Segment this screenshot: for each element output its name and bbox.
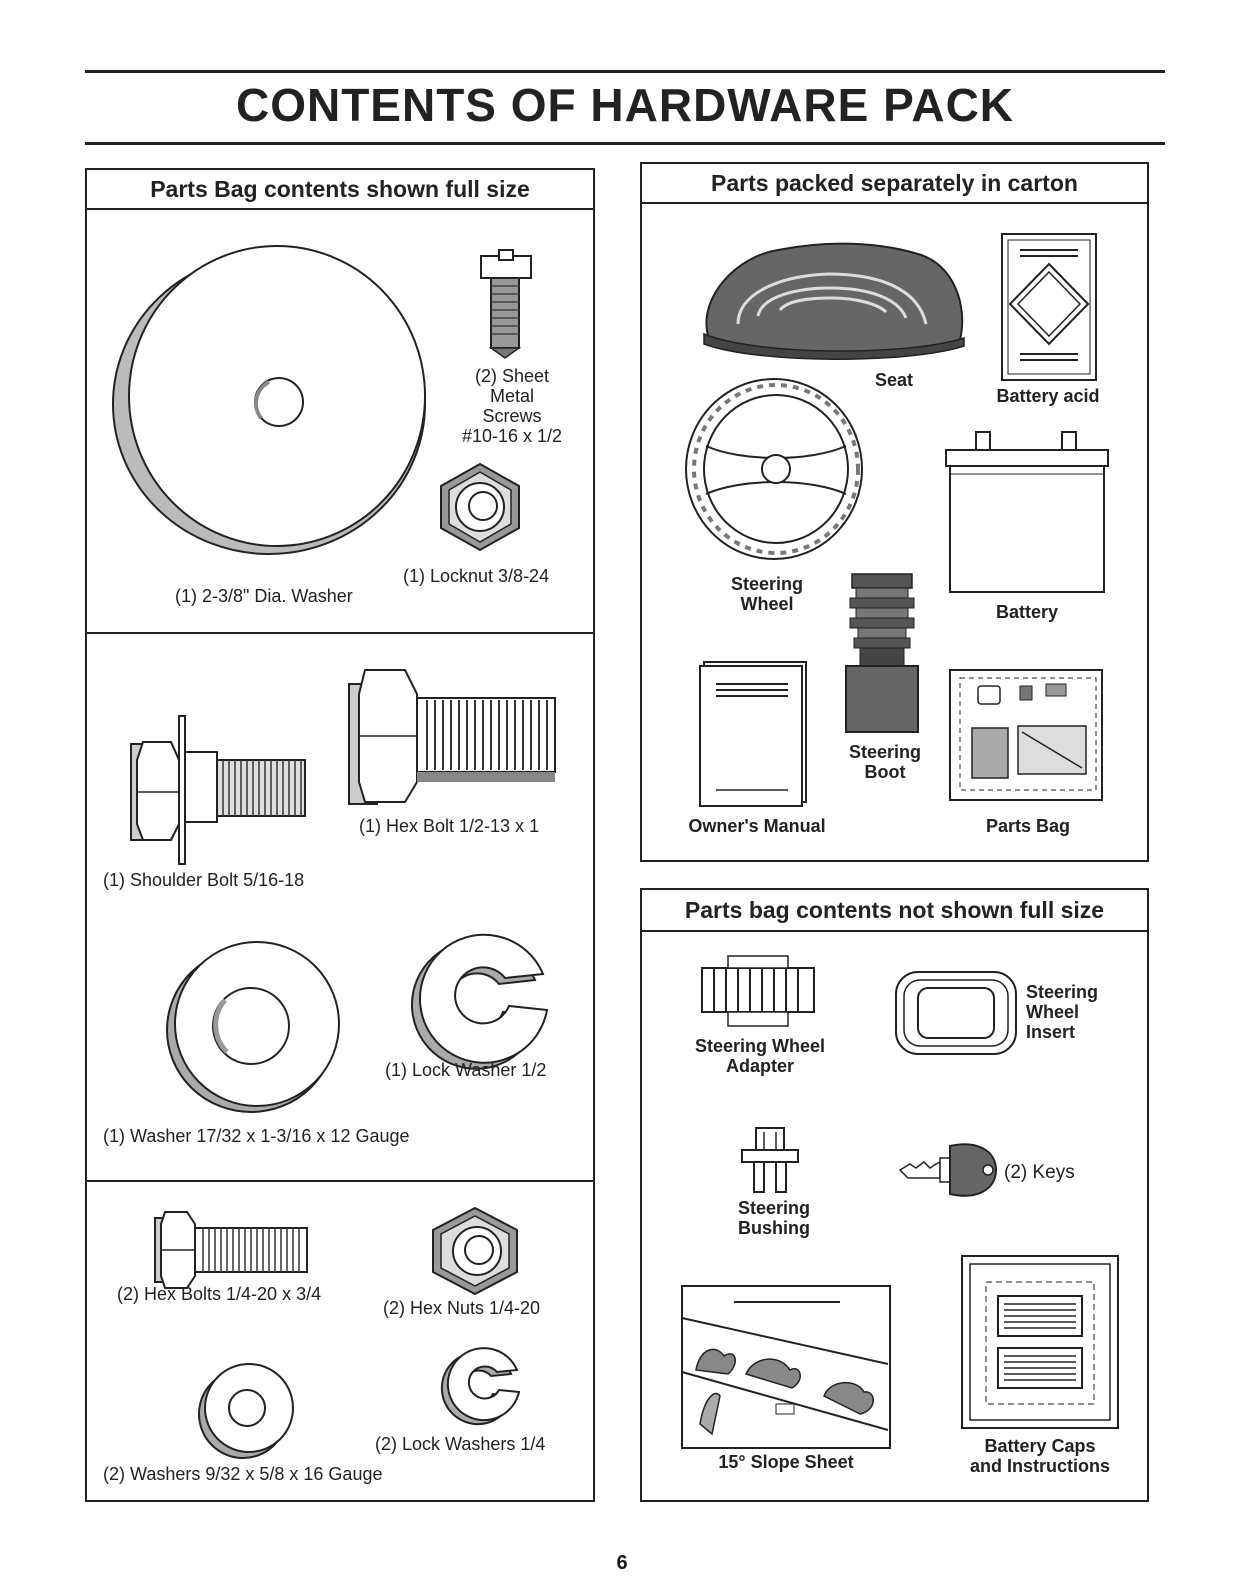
- steering-bushing-icon: [741, 1127, 799, 1193]
- parts-bag-label: Parts Bag: [985, 816, 1071, 836]
- lock-washer-quarter-icon: [440, 1347, 521, 1426]
- shoulder-bolt-label: (1) Shoulder Bolt 5/16-18: [103, 870, 305, 890]
- big-washer-label: (1) 2-3/8" Dia. Washer: [175, 586, 353, 606]
- battery-acid-label: Battery acid: [996, 386, 1100, 406]
- battery-icon: [945, 431, 1109, 593]
- page-title: CONTENTS OF HARDWARE PACK: [235, 79, 1015, 131]
- steering-boot-icon: [845, 573, 919, 733]
- parts-bag-icon: [949, 669, 1103, 801]
- carton-panel-heading: Parts packed separately in carton: [642, 164, 1147, 204]
- top-rule: [85, 70, 1165, 73]
- washer-17-32-icon: [166, 941, 340, 1113]
- slope-sheet-label: 15° Slope Sheet: [718, 1452, 854, 1472]
- steering-boot-label: Steering Boot: [848, 742, 922, 782]
- steering-wheel-insert-label: Steering Wheel Insert: [1026, 982, 1099, 1042]
- steering-wheel-insert-icon: [895, 971, 1017, 1055]
- battery-acid-icon: [1001, 233, 1097, 381]
- battery-caps-label: Battery Caps and Instructions: [969, 1436, 1110, 1476]
- steering-wheel-label: Steering Wheel: [730, 574, 804, 614]
- steering-wheel-adapter-icon: [701, 955, 815, 1027]
- not-full-size-panel-heading: Parts bag contents not shown full size: [642, 890, 1147, 932]
- owners-manual-label: Owner's Manual: [688, 816, 826, 836]
- steering-wheel-adapter-label: Steering Wheel Adapter: [694, 1036, 826, 1076]
- large-hex-bolt-icon: [348, 669, 556, 805]
- washer-9-32-icon: [198, 1363, 294, 1459]
- hex-bolt-large-label: (1) Hex Bolt 1/2-13 x 1: [359, 816, 540, 836]
- small-hex-bolt-icon: [154, 1211, 308, 1289]
- steering-bushing-label: Steering Bushing: [737, 1198, 811, 1238]
- hex-bolts-small-label: (2) Hex Bolts 1/4-20 x 3/4: [117, 1284, 322, 1304]
- shoulder-bolt-icon: [130, 715, 306, 865]
- sheet-metal-screws-label: (2) Sheet Metal Screws #10-16 x 1/2: [461, 366, 563, 446]
- big-washer-icon: [112, 245, 426, 555]
- slope-sheet-icon: [681, 1285, 891, 1449]
- full-size-parts-panel: Parts Bag contents shown full size (1) 2…: [85, 168, 595, 1502]
- seat-label: Seat: [874, 370, 914, 390]
- lock-washer-half-label: (1) Lock Washer 1/2: [385, 1060, 547, 1080]
- sheet-metal-screw-icon: [480, 249, 532, 359]
- hex-nut-icon: [432, 1206, 518, 1296]
- keys-label: (2) Keys: [1004, 1162, 1075, 1183]
- locknut-label: (1) Locknut 3/8-24: [403, 566, 550, 586]
- steering-wheel-icon: [685, 378, 863, 560]
- battery-label: Battery: [995, 602, 1059, 622]
- lock-washer-half-icon: [411, 933, 549, 1070]
- key-icon: [898, 1143, 998, 1197]
- full-size-panel-divider-1: [87, 632, 593, 634]
- washers-9-32-label: (2) Washers 9/32 x 5/8 x 16 Gauge: [103, 1464, 383, 1484]
- full-size-panel-heading: Parts Bag contents shown full size: [87, 170, 593, 210]
- seat-icon: [703, 242, 965, 360]
- owners-manual-icon: [699, 661, 807, 807]
- lock-washers-quarter-label: (2) Lock Washers 1/4: [375, 1434, 546, 1454]
- hex-nuts-label: (2) Hex Nuts 1/4-20: [383, 1298, 541, 1318]
- washer-17-32-label: (1) Washer 17/32 x 1-3/16 x 12 Gauge: [103, 1126, 410, 1146]
- title-underline-rule: [85, 142, 1165, 145]
- page-number: 6: [616, 1552, 628, 1574]
- full-size-panel-divider-2: [87, 1180, 593, 1182]
- battery-caps-icon: [961, 1255, 1119, 1429]
- not-full-size-panel: Parts bag contents not shown full size S…: [640, 888, 1149, 1502]
- carton-parts-panel: Parts packed separately in carton Seat B…: [640, 162, 1149, 862]
- locknut-icon: [440, 462, 520, 552]
